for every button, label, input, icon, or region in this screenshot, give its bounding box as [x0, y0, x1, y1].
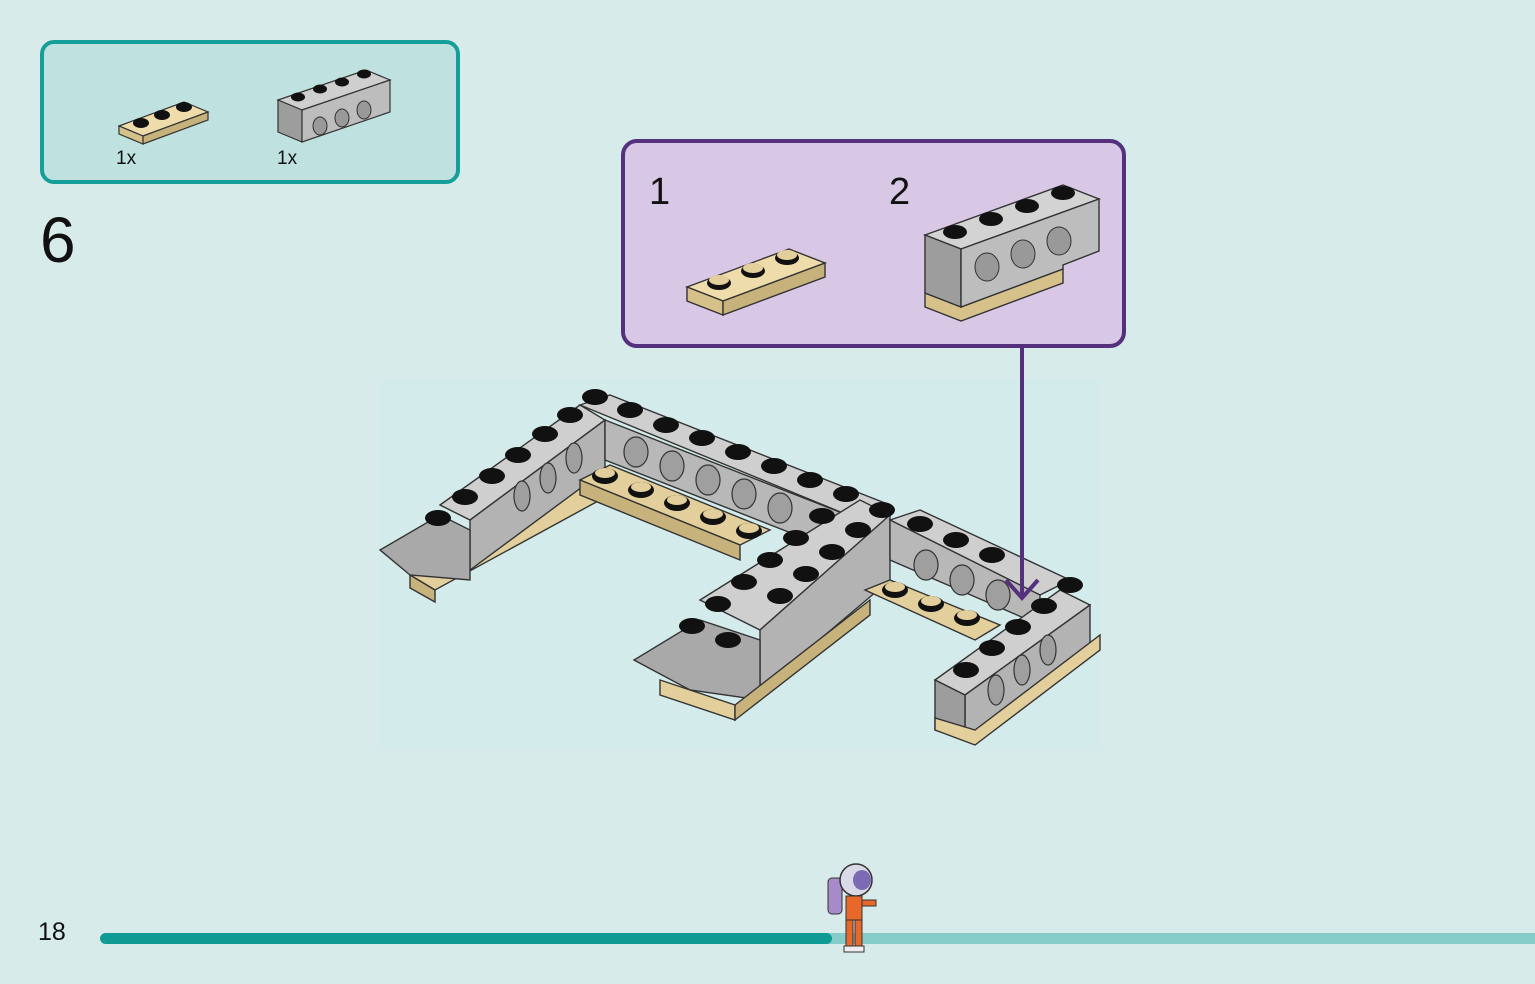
part-qty-gray-brick: 1x — [277, 148, 298, 169]
parts-list-box: 1x 1x — [40, 40, 460, 184]
substep-1-label: 1 — [649, 171, 671, 213]
step-number: 6 — [40, 204, 76, 276]
part-qty-tan-plate: 1x — [116, 148, 137, 169]
progress-bar — [100, 933, 1535, 944]
tan-plate-1x3-icon — [117, 101, 210, 145]
substep-2-label: 2 — [889, 171, 911, 213]
substep-callout-box: 1 2 — [621, 139, 1126, 348]
substep-2-brick-on-plate-icon — [923, 184, 1101, 322]
page-number: 18 — [38, 918, 66, 946]
placement-arrow-icon — [1004, 348, 1040, 602]
substep-1-tan-plate-icon — [685, 248, 827, 317]
gray-technic-brick-icon — [276, 69, 392, 143]
progress-bar-fill — [100, 933, 832, 944]
astronaut-minifigure-icon — [827, 863, 877, 953]
